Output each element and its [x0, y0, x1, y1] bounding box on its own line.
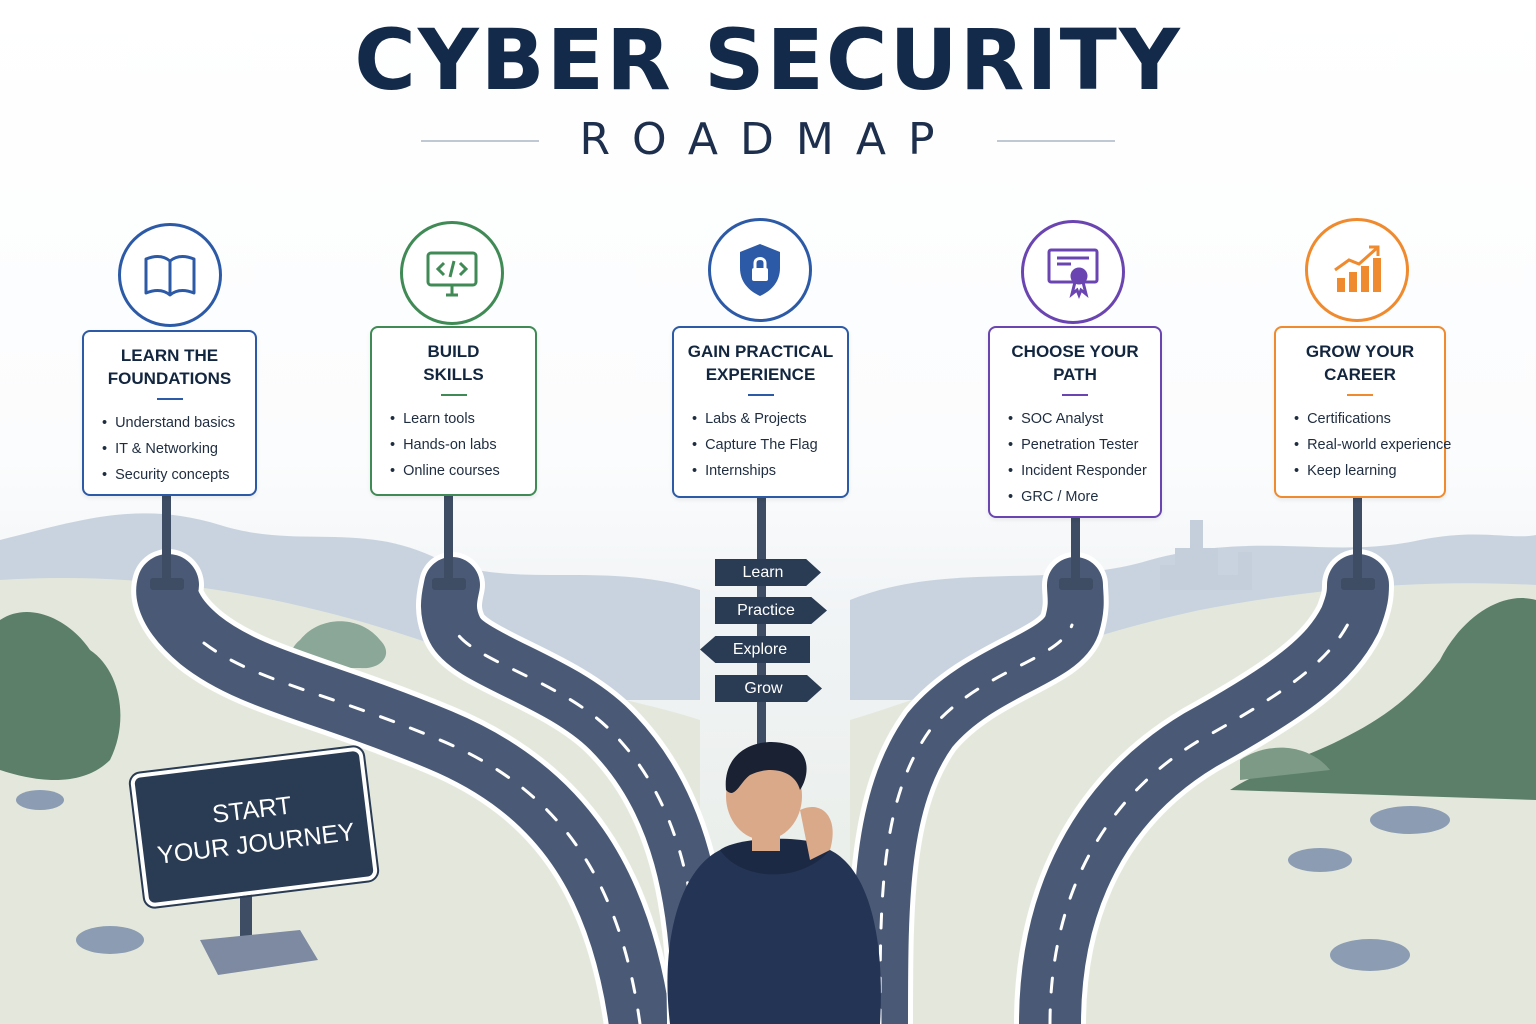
list-item: Online courses: [390, 458, 527, 484]
list-item: Learn tools: [390, 406, 527, 432]
list-item: GRC / More: [1008, 484, 1152, 510]
stage-items: Learn tools Hands-on labs Online courses: [390, 406, 527, 484]
list-item: Capture The Flag: [692, 432, 839, 458]
growth-chart-icon: [1305, 218, 1409, 322]
signpost-arrow-explore: Explore: [700, 636, 810, 663]
list-item: Certifications: [1294, 406, 1436, 432]
page-title: CYBER SECURITY: [354, 11, 1182, 109]
signpost-arrow-grow: Grow: [715, 675, 822, 702]
card-separator: [1347, 394, 1373, 396]
code-monitor-icon: [400, 221, 504, 325]
card-separator: [440, 394, 467, 396]
book-icon: [118, 223, 222, 327]
stage-items: SOC Analyst Penetration Tester Incident …: [1008, 406, 1152, 510]
signpost-arrow-practice: Practice: [715, 597, 827, 624]
page-subtitle: ROADMAP: [579, 114, 957, 165]
card-separator: [156, 398, 183, 400]
stage-items: Certifications Real-world experience Kee…: [1294, 406, 1451, 484]
list-item: Labs & Projects: [692, 406, 839, 432]
list-item: SOC Analyst: [1008, 406, 1152, 432]
stage-items: Labs & Projects Capture The Flag Interns…: [692, 406, 839, 484]
list-item: Incident Responder: [1008, 458, 1152, 484]
certificate-icon: [1021, 220, 1125, 324]
list-item: Security concepts: [102, 462, 247, 488]
list-item: Understand basics: [102, 410, 247, 436]
stage-items: Understand basics IT & Networking Securi…: [102, 410, 247, 488]
list-item: Keep learning: [1294, 458, 1436, 484]
card-separator: [747, 394, 774, 396]
list-item: Real-world experience: [1294, 432, 1451, 458]
start-journey-sign: START YOUR JOURNEY: [127, 743, 381, 911]
list-item: Internships: [692, 458, 839, 484]
list-item: Penetration Tester: [1008, 432, 1152, 458]
signpost-arrow-learn: Learn: [715, 559, 821, 586]
card-separator: [1062, 394, 1088, 396]
subtitle-rule-right: [997, 140, 1115, 142]
list-item: IT & Networking: [102, 436, 247, 462]
list-item: Hands-on labs: [390, 432, 527, 458]
shield-lock-icon: [708, 218, 812, 322]
subtitle-rule-left: [421, 140, 539, 142]
